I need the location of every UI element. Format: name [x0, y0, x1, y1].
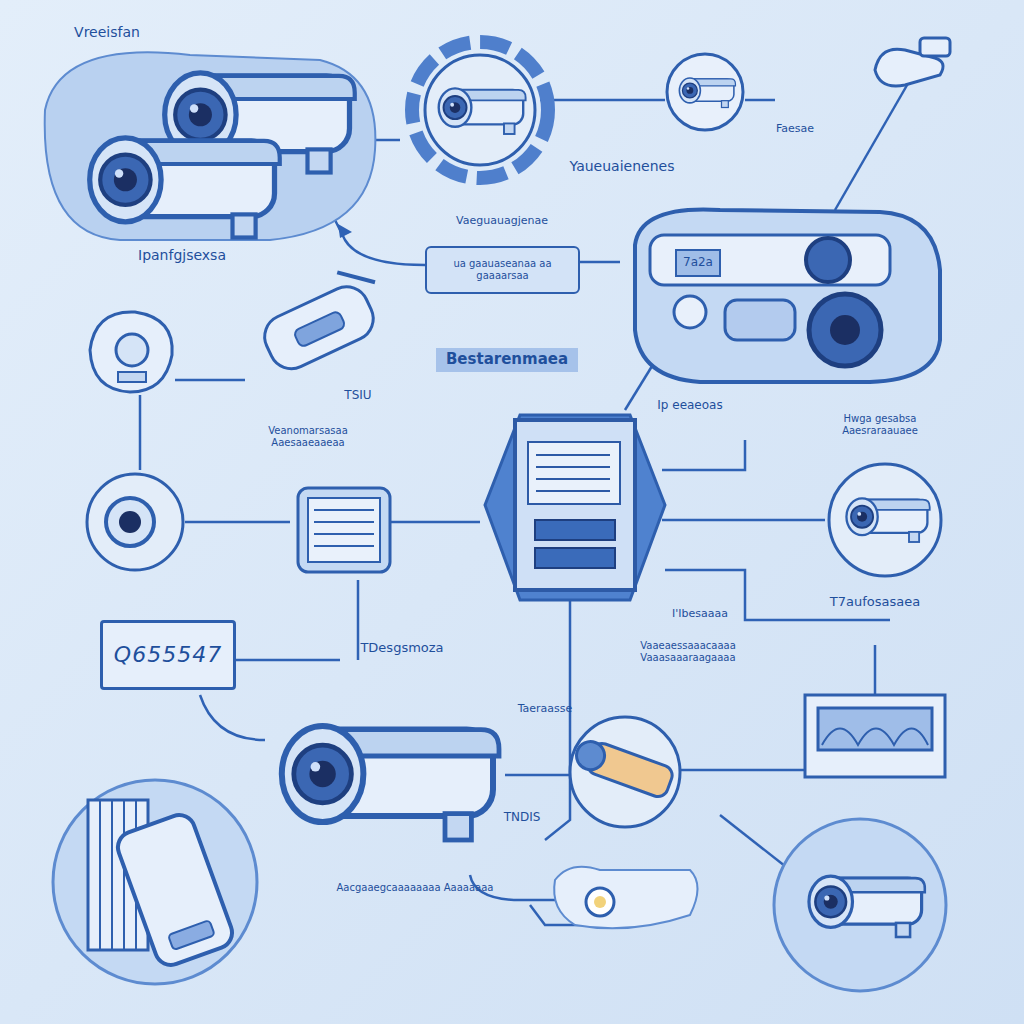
- label-text: 7a2a: [683, 255, 713, 269]
- label-text: Veanomarsasaa Aaesaaeaaeaa: [248, 425, 368, 449]
- label-text: Aacgaaegcaaaaaaaa Aaaaaaaa: [325, 882, 505, 894]
- label-text: Ip eeaeoas: [657, 398, 722, 412]
- label-text: Ipanfgjsexsa: [138, 247, 226, 264]
- box-text: ua gaauaseanaa aa gaaaarsaa: [438, 258, 568, 283]
- label-text: Taeraasse: [518, 702, 573, 715]
- label-text: Faesae: [776, 122, 814, 135]
- text-box: ua gaauaseanaa aa gaaaarsaa: [425, 246, 580, 294]
- label-text: Yaueuaienenes: [570, 158, 675, 175]
- label-text: Vaaeaessaaacaaaa Vaaasaaaraagaaaa: [613, 640, 763, 664]
- label-text: TDesgsmoza: [360, 640, 443, 656]
- label-text: TNDIS: [504, 810, 541, 824]
- label-text: TSIU: [344, 388, 371, 402]
- label-text: Bestarenmaea: [446, 350, 568, 368]
- label-text: Vreeisfan: [74, 24, 140, 41]
- label-text: Hwga gesabsa Aaesraraauaee: [815, 413, 945, 437]
- label-text: I'Ibesaaaa: [672, 607, 728, 620]
- text-box: Q655547: [100, 620, 236, 690]
- label-text: T7aufosasaea: [830, 594, 920, 610]
- label-text: Vaeguauagjenae: [456, 214, 548, 227]
- box-text: Q655547: [114, 641, 222, 669]
